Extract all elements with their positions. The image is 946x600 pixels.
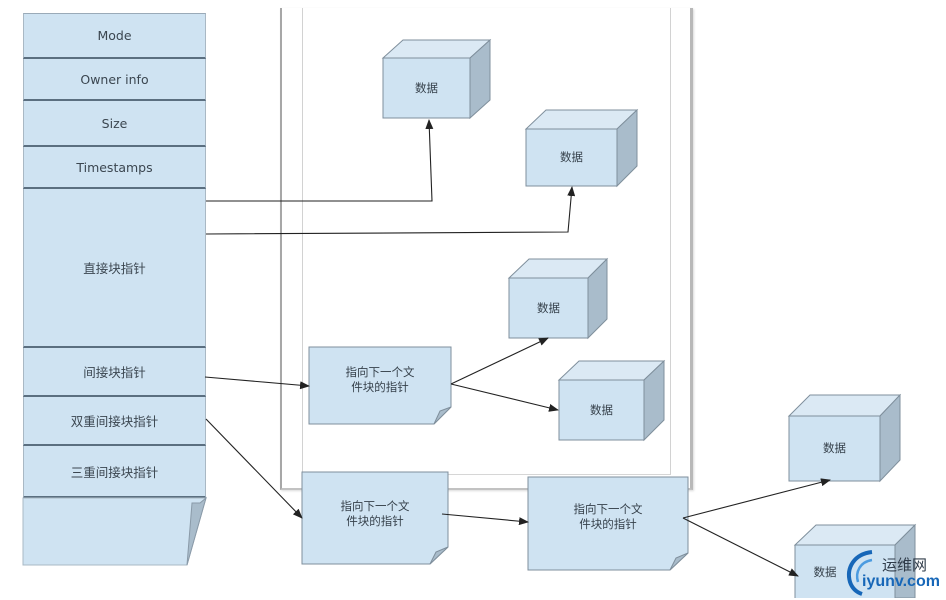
inode-row-label: 双重间接块指针 xyxy=(70,414,159,429)
edge-pointer-1-to-data-4 xyxy=(450,383,559,412)
page-curl-icon xyxy=(186,496,207,566)
data-block-6[interactable] xyxy=(793,523,917,598)
inode-row-size[interactable]: Size xyxy=(23,101,206,147)
inode-row-mode[interactable]: Mode xyxy=(23,13,206,59)
inode-row-timestamps[interactable]: Timestamps xyxy=(23,147,206,189)
inode-row-indirect-pointer[interactable]: 间接块指针 xyxy=(23,348,206,397)
data-block-5[interactable] xyxy=(787,393,902,483)
pointer-block-3[interactable] xyxy=(527,476,689,571)
inode-row-label: 三重间接块指针 xyxy=(70,464,159,480)
window-frame-outer xyxy=(280,8,693,490)
inode-footer xyxy=(22,496,207,566)
data-block-3[interactable] xyxy=(507,257,609,340)
page-curl-icon xyxy=(669,552,689,571)
watermark-en-text: iyunv.com xyxy=(862,573,940,590)
edge-pointer-2-to-pointer-3 xyxy=(441,513,529,526)
pointer-block-1[interactable] xyxy=(308,346,452,425)
edge-direct-to-data-1 xyxy=(206,119,434,202)
inode-row-owner-info[interactable]: Owner info xyxy=(23,59,206,101)
inode-row-label: Owner info xyxy=(80,71,149,87)
watermark-logo-icon xyxy=(847,550,873,596)
page-curl-icon xyxy=(433,406,452,425)
edge-direct-to-data-2 xyxy=(205,186,576,235)
inode-row-label: Timestamps xyxy=(76,159,153,175)
inode-row-label: Size xyxy=(101,115,128,131)
edge-double-indirect-to-pointer-2 xyxy=(205,418,303,519)
inode-row-triple-indirect-pointer[interactable]: 三重间接块指针 xyxy=(23,446,206,498)
edge-indirect-to-pointer-1 xyxy=(204,376,310,390)
inode-structure: Mode Owner info Size Timestamps 直接块指针 间接… xyxy=(23,13,206,565)
inode-row-label: 直接块指针 xyxy=(83,261,146,276)
data-block-1[interactable] xyxy=(381,38,492,120)
window-frame-inner xyxy=(302,8,671,475)
pointer-block-2[interactable] xyxy=(301,471,449,565)
data-block-2[interactable] xyxy=(524,108,639,188)
inode-row-label: Mode xyxy=(97,28,132,43)
edge-pointer-1-to-data-3 xyxy=(450,337,549,385)
edge-pointer-3-to-data-6 xyxy=(682,517,799,577)
data-block-4[interactable] xyxy=(557,359,666,442)
inode-row-direct-pointers[interactable]: 直接块指针 xyxy=(23,189,206,348)
inode-row-label: 间接块指针 xyxy=(83,365,146,380)
watermark: 运维网 iyunv.com xyxy=(842,548,946,598)
edge-pointer-3-to-data-5 xyxy=(682,478,831,519)
page-curl-icon xyxy=(429,546,449,565)
watermark-cn-text: 运维网 xyxy=(882,556,928,574)
inode-row-double-indirect-pointer[interactable]: 双重间接块指针 xyxy=(23,397,206,446)
